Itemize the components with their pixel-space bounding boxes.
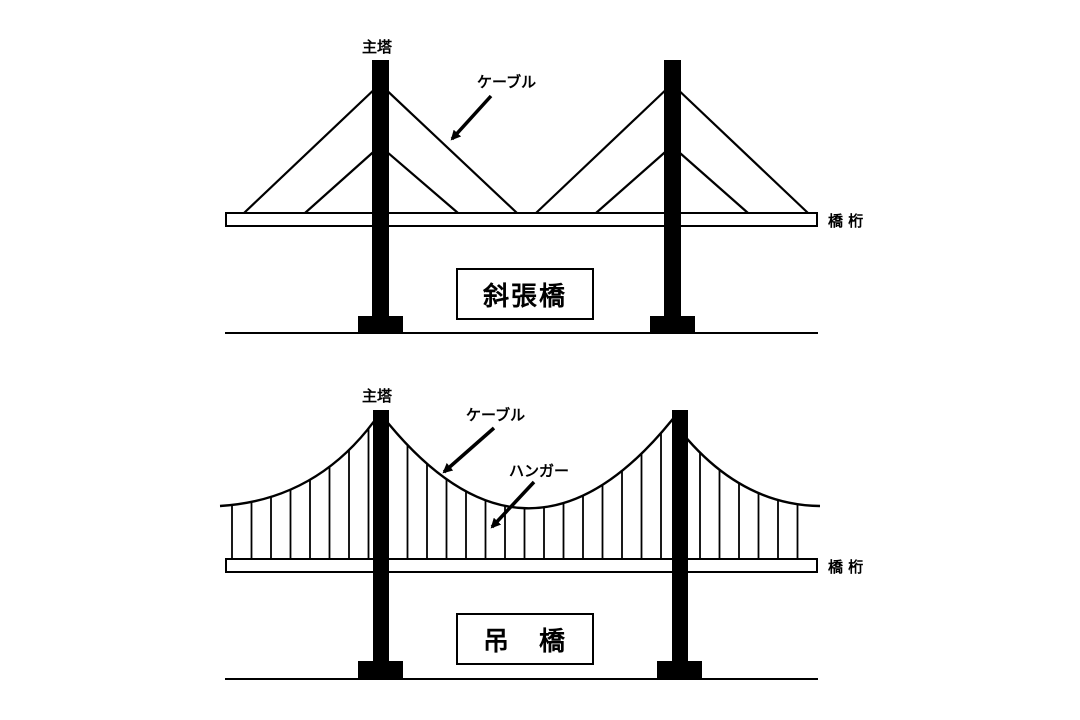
suspension-title: 吊 橋 bbox=[456, 613, 594, 665]
stay-cable bbox=[243, 83, 381, 214]
stay-cables bbox=[243, 83, 809, 214]
cable-stayed-tower-label: 主塔 bbox=[362, 38, 393, 56]
suspension-hanger-arrow bbox=[490, 480, 536, 529]
cable-stayed-title: 斜張橋 bbox=[456, 268, 594, 320]
cable-stayed-cable-arrow bbox=[450, 94, 493, 141]
suspension-cable-label: ケーブル bbox=[466, 406, 525, 424]
suspension-hanger-label: ハンガー bbox=[509, 462, 569, 480]
cable-stayed-girder bbox=[225, 212, 818, 227]
cable-stayed-tower-right-base bbox=[650, 316, 695, 333]
suspension-tower-label: 主塔 bbox=[362, 387, 393, 405]
suspension-tower-right-base bbox=[657, 661, 702, 679]
stay-cable bbox=[595, 145, 673, 214]
stay-cable bbox=[379, 145, 459, 214]
cable-stayed-tower-left-base bbox=[358, 316, 403, 333]
suspension-tower-left-base bbox=[358, 661, 403, 679]
stay-cable bbox=[304, 145, 381, 214]
cable-stayed-tower-right bbox=[664, 60, 681, 318]
cable-stayed-bridge: 主塔 ケーブル 橋 桁 bbox=[225, 38, 863, 334]
hangers bbox=[231, 428, 799, 559]
suspension-tower-left bbox=[373, 410, 389, 663]
stay-cable bbox=[535, 83, 673, 214]
main-cable bbox=[219, 410, 821, 510]
stay-cable bbox=[671, 83, 809, 214]
cable-stayed-tower-left bbox=[372, 60, 389, 318]
cable-stayed-girder-label: 橋 桁 bbox=[828, 212, 863, 230]
suspension-girder-label: 橋 桁 bbox=[828, 558, 863, 576]
suspension-tower-right bbox=[672, 410, 688, 663]
suspension-girder bbox=[225, 558, 818, 573]
stay-cable bbox=[671, 145, 749, 214]
stay-cable bbox=[379, 83, 518, 214]
cable-stayed-cable-label: ケーブル bbox=[477, 73, 536, 91]
suspension-bridge: 主塔 ケーブル ハンガー 橋 桁 bbox=[219, 387, 863, 680]
suspension-cable-arrow bbox=[442, 426, 496, 474]
